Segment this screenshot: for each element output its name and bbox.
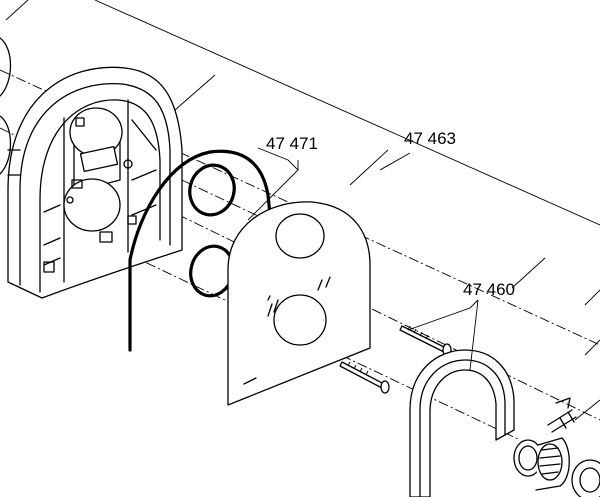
mounting-frame (7, 66, 183, 299)
assembly-frame (5, 0, 600, 421)
cover-plate (227, 201, 371, 406)
callout-cover-part: 47 460 (463, 280, 515, 299)
screw-upper (399, 325, 452, 357)
callout-kit-part: 47 463 (404, 129, 456, 148)
valve-insert (513, 397, 600, 497)
left-pipe-stubs (0, 37, 12, 175)
escutcheon-ring (409, 349, 515, 497)
callout-leaders (247, 147, 479, 371)
screw-lower (339, 361, 390, 394)
callout-seal-part: 47 471 (266, 134, 318, 153)
